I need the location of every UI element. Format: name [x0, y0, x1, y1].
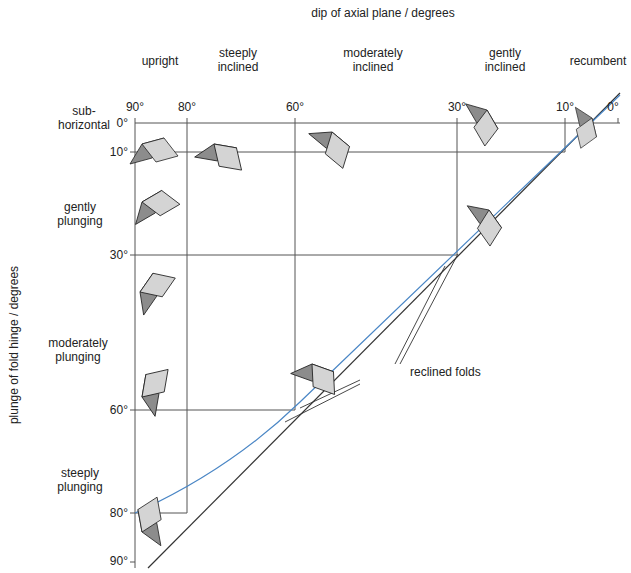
category-label: moderately plunging: [33, 336, 123, 364]
grid-line: [135, 152, 565, 153]
reclined-boundary-line: [148, 93, 620, 568]
tick-label: 30°: [442, 100, 472, 114]
fold-limb: [302, 359, 345, 399]
tick-label: 10°: [98, 145, 128, 159]
tick: [130, 152, 135, 153]
leader-line: [395, 266, 445, 364]
fold-sketch: [135, 496, 165, 546]
grid-line: [187, 123, 188, 513]
fold-sketch: [467, 197, 506, 248]
fold-limb: [576, 117, 597, 148]
tick: [130, 513, 135, 514]
category-label: upright: [130, 54, 190, 68]
leader-line: [400, 254, 458, 364]
fold-limb: [470, 109, 501, 148]
grid-line: [295, 123, 296, 410]
category-label: gently inclined: [477, 46, 533, 74]
left-axis: [135, 123, 136, 568]
category-label: gently plunging: [45, 200, 115, 228]
grid-line: [135, 410, 295, 411]
tick-label: 80°: [172, 100, 202, 114]
tick-label: 60°: [280, 100, 310, 114]
tick: [457, 118, 458, 123]
fold-sketch: [131, 362, 175, 416]
fold-limb: [136, 264, 179, 306]
fold-limb: [473, 208, 506, 248]
axis-title: plunge of fold hinge / degrees: [7, 235, 21, 455]
fold-limb: [137, 362, 174, 405]
fold-sketch: [574, 107, 598, 149]
category-label: recumbent: [566, 54, 630, 68]
annotation: reclined folds: [408, 365, 483, 379]
grid-line: [135, 255, 457, 256]
tick: [295, 118, 296, 123]
axis-title: dip of axial plane / degrees: [253, 6, 513, 20]
fold-limb: [142, 138, 178, 162]
fold-sketch: [130, 138, 178, 164]
tick-label: 80°: [98, 506, 128, 520]
grid-lines: [130, 118, 620, 568]
tick-label: 90°: [98, 554, 128, 568]
top-axis: [135, 123, 620, 124]
leader-lines: [285, 254, 458, 422]
tick: [130, 410, 135, 411]
fold-limb: [140, 187, 181, 219]
category-label: moderately inclined: [333, 46, 413, 74]
category-label: sub-horizontal: [48, 104, 120, 132]
tick: [130, 562, 135, 563]
fold-limb: [206, 139, 249, 176]
fold-sketch: [291, 352, 345, 401]
tick: [618, 118, 619, 123]
tick-label: 10°: [550, 100, 580, 114]
fold-limb: [317, 129, 357, 172]
category-label: steeply inclined: [207, 46, 269, 74]
tick-label: 90°: [120, 100, 150, 114]
reclined-curve: [135, 95, 620, 513]
fold-sketch: [195, 133, 249, 177]
tick: [130, 255, 135, 256]
grid-line: [457, 123, 458, 255]
fold-sketch: [127, 264, 180, 315]
fold-limb: [136, 496, 163, 534]
tick: [135, 118, 136, 123]
tick: [565, 118, 566, 123]
tick-label: 0°: [601, 100, 625, 114]
fold-illustrations: [127, 98, 598, 546]
tick-label: 30°: [98, 248, 128, 262]
fold-sketch: [466, 98, 502, 148]
fold-sketch: [309, 119, 358, 173]
tick-label: 60°: [98, 403, 128, 417]
category-label: steeply plunging: [45, 466, 115, 494]
fold-sketch: [129, 187, 182, 225]
tick: [187, 118, 188, 123]
